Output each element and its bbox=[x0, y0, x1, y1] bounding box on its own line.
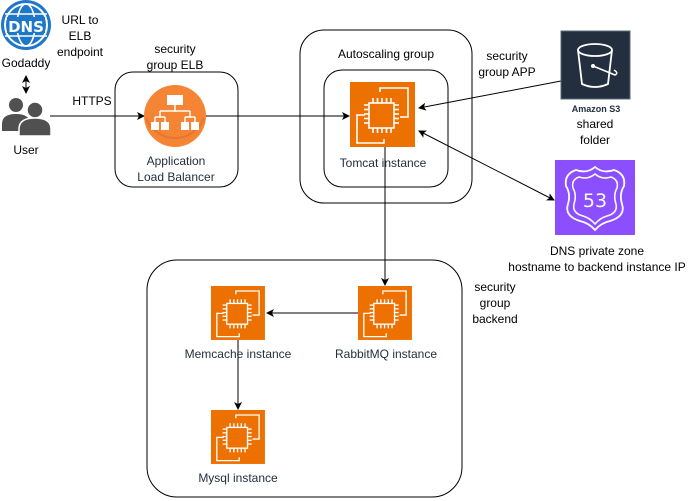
godaddy-label: Godaddy bbox=[1, 56, 51, 70]
dns-globe-icon[interactable]: DNS bbox=[1, 0, 51, 50]
security-group-app-label: security group APP bbox=[478, 49, 536, 79]
https-edge-label: HTTPS bbox=[72, 94, 112, 108]
rabbitmq-label: RabbitMQ instance bbox=[334, 347, 438, 361]
route53-label: DNS private zone hostname to backend ins… bbox=[508, 244, 686, 274]
s3-bucket-icon[interactable] bbox=[560, 30, 631, 100]
ec2-instance-icon[interactable] bbox=[350, 82, 415, 147]
mysql-label: Mysql instance bbox=[198, 471, 278, 485]
security-group-app-box[interactable] bbox=[323, 69, 449, 188]
tomcat-label: Tomcat instance bbox=[339, 156, 427, 170]
security-group-backend-box[interactable] bbox=[146, 259, 463, 498]
url-to-elb-note: URL to ELB endpoint bbox=[56, 13, 104, 59]
s3-service-label: Amazon S3 bbox=[571, 104, 621, 114]
edge-tomcat-route53[interactable] bbox=[418, 130, 555, 201]
ec2-instance-icon[interactable] bbox=[358, 286, 412, 340]
svg-text:DNS: DNS bbox=[8, 18, 44, 36]
memcache-label: Memcache instance bbox=[184, 347, 292, 361]
edge-s3-tomcat[interactable] bbox=[418, 80, 562, 111]
security-group-elb-label: security group ELB bbox=[146, 42, 204, 72]
user-label: User bbox=[13, 143, 39, 157]
autoscaling-group-label: Autoscaling group bbox=[337, 47, 435, 61]
s3-shared-folder-label: shared folder bbox=[576, 117, 614, 147]
security-group-elb-box[interactable] bbox=[114, 71, 239, 188]
route53-glyph: 53 bbox=[583, 190, 607, 212]
ec2-instance-icon[interactable] bbox=[211, 410, 265, 464]
route53-icon[interactable]: 53 bbox=[555, 160, 635, 235]
alb-label: Application Load Balancer bbox=[137, 154, 215, 184]
users-icon[interactable] bbox=[2, 98, 52, 137]
ec2-instance-icon[interactable] bbox=[211, 286, 265, 340]
load-balancer-icon[interactable] bbox=[144, 85, 206, 147]
security-group-backend-label: security group backend bbox=[472, 280, 518, 326]
